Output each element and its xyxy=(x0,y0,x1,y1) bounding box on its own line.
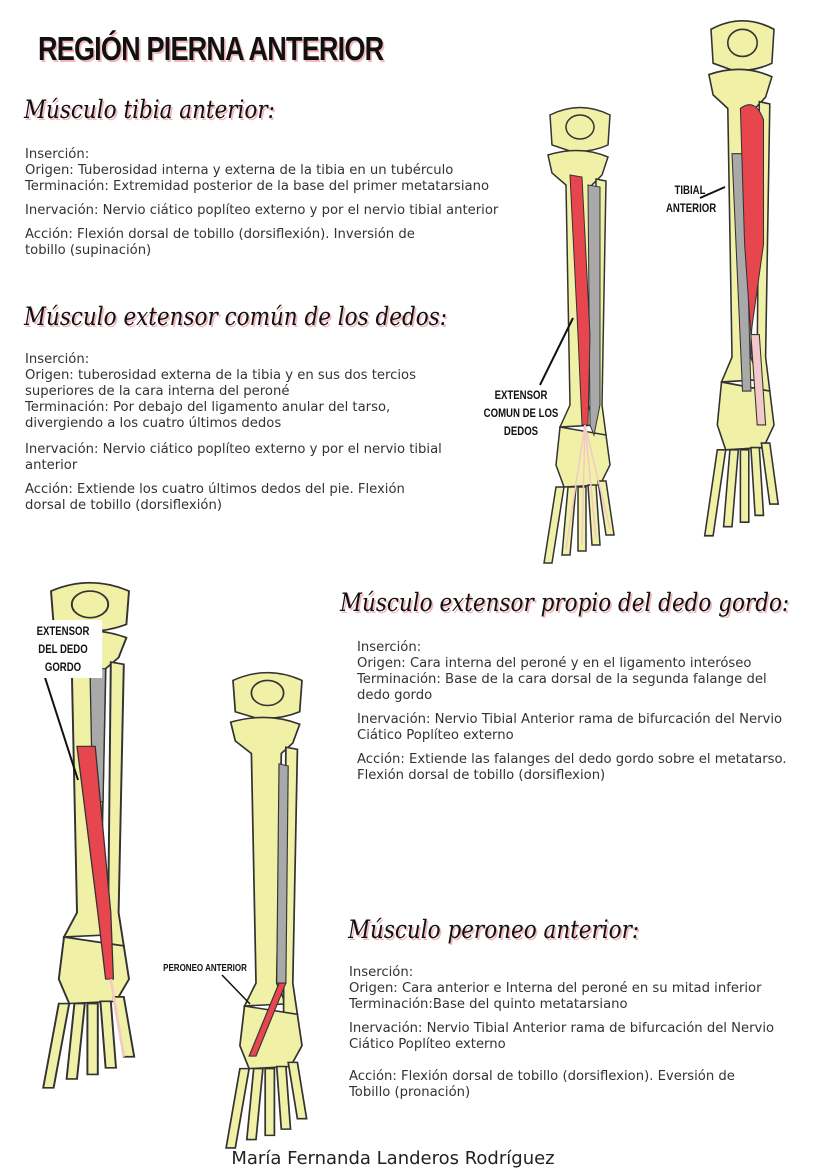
toe-bone xyxy=(99,1000,118,1069)
insercion: Inserción: xyxy=(25,352,90,367)
origen: Origen: Cara interna del peroné y en el … xyxy=(357,656,752,671)
patella xyxy=(727,28,758,58)
patella xyxy=(250,679,285,707)
toe-bone xyxy=(287,1061,308,1120)
section-extensor-dedo-gordo: Inserción:Origen: Cara interna del peron… xyxy=(357,640,797,792)
grey-muscle xyxy=(587,184,601,437)
section-tibial-anterior: Inserción:Origen: Tuberosidad interna y … xyxy=(25,147,545,267)
toe-bone xyxy=(42,1002,71,1089)
accion: Acción: Flexión dorsal de tobillo (dorsi… xyxy=(25,227,415,258)
extensor-tendon xyxy=(584,424,611,530)
extensor-comun-muscle xyxy=(569,174,591,426)
accion: Acción: Extiende los cuatro últimos dedo… xyxy=(25,482,405,513)
leg-illustration-tibial-anterior xyxy=(703,20,780,537)
toe-bone xyxy=(225,1067,251,1149)
extensor-tendon xyxy=(584,424,597,540)
accion: Acción: Flexión dorsal de tobillo (dorsi… xyxy=(349,1069,735,1100)
pointer-line-extensor-dedo-gordo xyxy=(39,661,79,781)
toe-bone xyxy=(703,448,727,537)
inervacion: Inervación: Nervio Tibial Anterior rama … xyxy=(357,712,783,743)
heading-extensor-comun: Músculo extensor común de los dedos: xyxy=(24,302,447,331)
terminacion: Terminación: Extremidad posterior de la … xyxy=(25,179,490,194)
toe-bone xyxy=(722,448,740,528)
toe-bone xyxy=(760,442,780,505)
terminacion: Terminación: Base de la cara dorsal de l… xyxy=(357,672,767,703)
toe-bone xyxy=(65,1002,86,1080)
label-tibial-anterior: TIBIAL ANTERIOR xyxy=(666,183,717,215)
patella xyxy=(565,114,595,140)
heading-extensor-dedo-gordo: Músculo extensor propio del dedo gordo: xyxy=(340,588,790,617)
pointer-line-tibial-anterior xyxy=(699,186,726,199)
page-title: REGIÓN PIERNA ANTERIOR xyxy=(38,30,384,67)
section-peroneo-anterior: Inserción:Origen: Cara anterior e Intern… xyxy=(349,965,809,1109)
extensor-dedo-gordo-tendon xyxy=(109,978,126,1057)
tibia xyxy=(229,716,301,1007)
heading-peroneo-anterior: Músculo peroneo anterior: xyxy=(348,915,640,944)
label-extensor-dedo-gordo: EXTENSOR DEL DEDO GORDO xyxy=(23,620,103,678)
inervacion: Inervación: Nervio ciático poplíteo exte… xyxy=(25,442,442,473)
toe-bone xyxy=(543,486,565,564)
insercion: Inserción: xyxy=(357,640,422,655)
accion: Acción: Extiende las falanges del dedo g… xyxy=(357,752,787,783)
origen: Origen: Cara anterior e Interna del pero… xyxy=(349,981,762,996)
origen: Origen: tuberosidad externa de la tibia … xyxy=(25,368,416,399)
patella xyxy=(70,590,110,619)
tibial-anterior-muscle xyxy=(739,104,765,335)
leg-illustration-extensor-dedo-gordo xyxy=(42,582,136,1089)
extensor-tendon xyxy=(581,424,586,546)
terminacion: Terminación:Base del quinto metatarsiano xyxy=(349,997,628,1012)
pointer-line-peroneo-anterior xyxy=(221,974,251,1005)
label-extensor-comun: EXTENSOR COMUN DE LOS DEDOS xyxy=(483,388,559,438)
label-peroneo-anterior: PERONEO ANTERIOR xyxy=(163,963,247,974)
section-extensor-comun: Inserción:Origen: tuberosidad externa de… xyxy=(25,352,445,522)
toe-bone xyxy=(750,446,765,517)
insercion: Inserción: xyxy=(25,147,90,162)
inervacion: Inervación: Nervio Tibial Anterior rama … xyxy=(349,1021,775,1052)
inervacion: Inervación: Nervio ciático poplíteo exte… xyxy=(25,203,499,218)
toe-bone xyxy=(245,1067,264,1141)
tibial-anterior-tendon xyxy=(750,333,767,426)
peroneo-anterior-tendon xyxy=(248,982,287,1057)
toe-bone xyxy=(275,1065,292,1130)
toe-bone xyxy=(86,1002,99,1076)
pointer-line-extensor-comun xyxy=(539,317,574,386)
extensor-tendon xyxy=(565,424,586,550)
leg-illustration-peroneo-anterior xyxy=(225,671,308,1149)
extensor-dedo-gordo-muscle xyxy=(76,745,115,980)
terminacion: Terminación: Por debajo del ligamento an… xyxy=(25,400,391,431)
leg-illustration-extensor-comun xyxy=(543,106,615,564)
toe-bone xyxy=(264,1067,276,1137)
heading-tibial-anterior: Músculo tibia anterior: xyxy=(24,95,275,124)
insercion: Inserción: xyxy=(349,965,414,980)
author-credit: María Fernanda Landeros Rodríguez xyxy=(231,1148,555,1169)
origen: Origen: Tuberosidad interna y externa de… xyxy=(25,163,454,178)
toe-bone xyxy=(739,448,750,524)
